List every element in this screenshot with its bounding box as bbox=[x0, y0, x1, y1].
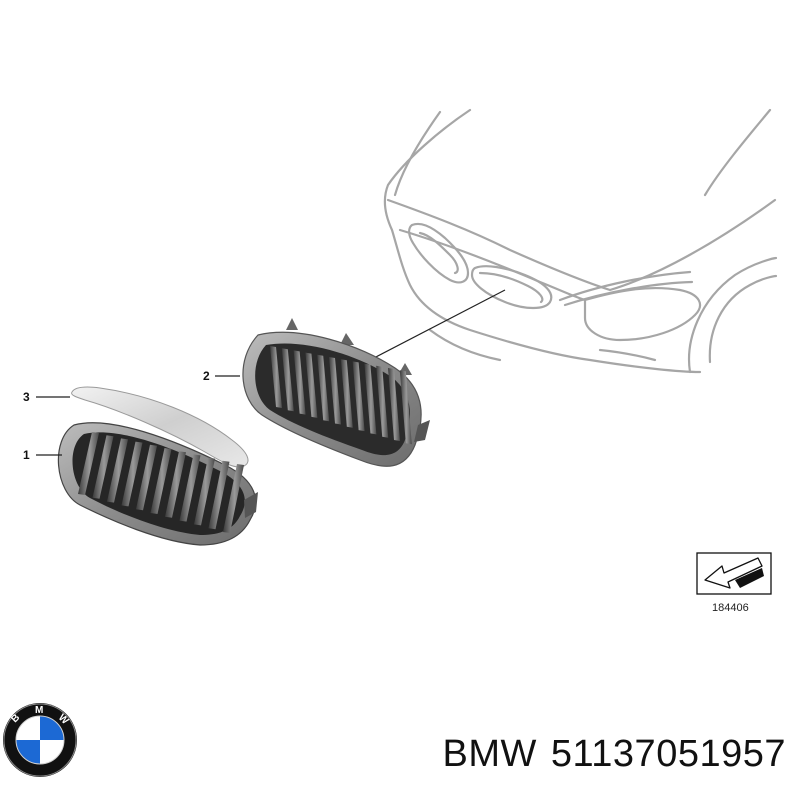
grille-right-slat-2 bbox=[281, 348, 294, 412]
grille-right-slat-4 bbox=[305, 352, 318, 418]
brand-name: BMW bbox=[442, 733, 537, 775]
grille-left-slat-2 bbox=[92, 435, 114, 499]
grille-right-slat-7 bbox=[340, 359, 353, 428]
grille-left bbox=[57, 422, 258, 546]
trim-strip bbox=[71, 386, 249, 468]
grille-right-slat-3 bbox=[293, 350, 306, 415]
part-number: 51137051957 bbox=[550, 733, 786, 775]
grille-right-slat-12 bbox=[399, 370, 412, 445]
grille-right-slats bbox=[270, 346, 412, 445]
grille-left-slat-10 bbox=[208, 460, 230, 530]
svg-text:M: M bbox=[35, 705, 43, 716]
grille-right-slat-9 bbox=[364, 363, 377, 435]
part-caption: BMW 51137051957 bbox=[442, 733, 786, 776]
grille-left-slat-4 bbox=[121, 441, 143, 507]
grille-right-slat-5 bbox=[317, 354, 330, 422]
grille-left-slat-5 bbox=[136, 444, 157, 511]
callout-number-3: 3 bbox=[23, 390, 30, 404]
grille-right-slat-6 bbox=[329, 357, 341, 425]
grille-left-slat-11 bbox=[223, 464, 244, 533]
grille-right-slat-10 bbox=[376, 365, 389, 438]
grille-left-slat-1 bbox=[78, 432, 99, 495]
grille-left-slats bbox=[78, 432, 244, 533]
grille-right-slat-8 bbox=[352, 361, 365, 432]
bmw-logo: B M W bbox=[3, 703, 77, 777]
grille-right-slat-11 bbox=[388, 368, 400, 441]
grille-right bbox=[242, 318, 430, 467]
leader-line-2-to-car bbox=[369, 289, 506, 361]
callout-number-1: 1 bbox=[23, 448, 30, 462]
grille-left-slat-8 bbox=[179, 454, 201, 522]
grille-left-slat-7 bbox=[165, 451, 186, 518]
grille-right-slat-1 bbox=[270, 346, 282, 408]
diagram-ref-number: 184406 bbox=[712, 602, 749, 614]
diagram-reference-symbol: 184406 bbox=[696, 552, 772, 614]
car-front-outline bbox=[383, 108, 778, 374]
grille-left-slat-3 bbox=[107, 438, 128, 503]
grille-left-slat-9 bbox=[194, 457, 215, 526]
grille-left-slat-6 bbox=[150, 448, 172, 514]
callout-number-2: 2 bbox=[203, 369, 210, 383]
